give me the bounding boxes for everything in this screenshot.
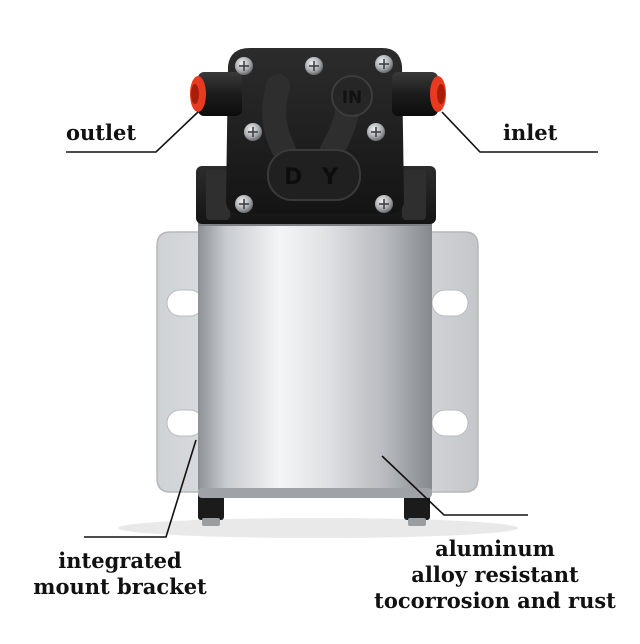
outlet-fitting [190, 72, 242, 116]
bracket-slot-top-right [431, 289, 469, 317]
aluminum-label-line1: aluminum [435, 536, 555, 561]
mount-bracket-label: integrated mount bracket [22, 548, 218, 600]
inlet-label: inlet [503, 120, 558, 145]
aluminum-label-line3: tocorrosion and rust [374, 588, 616, 613]
mount-bracket-label-line2: mount bracket [33, 574, 207, 599]
pump-head: IN D Y [190, 48, 446, 214]
head-screws [235, 55, 393, 213]
mount-bracket-label-line1: integrated [58, 548, 182, 573]
outlet-label: outlet [66, 120, 137, 145]
bracket-slot-top-left [166, 289, 204, 317]
bracket-callout-line [84, 439, 197, 538]
aluminum-callout-line [381, 455, 528, 516]
head-dy-marking: D Y [284, 165, 344, 190]
bracket-slot-bottom-left [166, 409, 204, 437]
bracket-slot-bottom-right [431, 409, 469, 437]
aluminum-body [198, 218, 432, 498]
callout-lines [66, 111, 598, 538]
outlet-callout-line [66, 111, 199, 153]
floor-shadow [118, 518, 518, 538]
inlet-fitting [392, 72, 446, 116]
head-in-marking: IN [342, 88, 363, 108]
aluminum-label: aluminum alloy resistant tocorrosion and… [360, 536, 630, 614]
inlet-callout-line [441, 111, 598, 153]
aluminum-label-line2: alloy resistant [411, 562, 579, 587]
